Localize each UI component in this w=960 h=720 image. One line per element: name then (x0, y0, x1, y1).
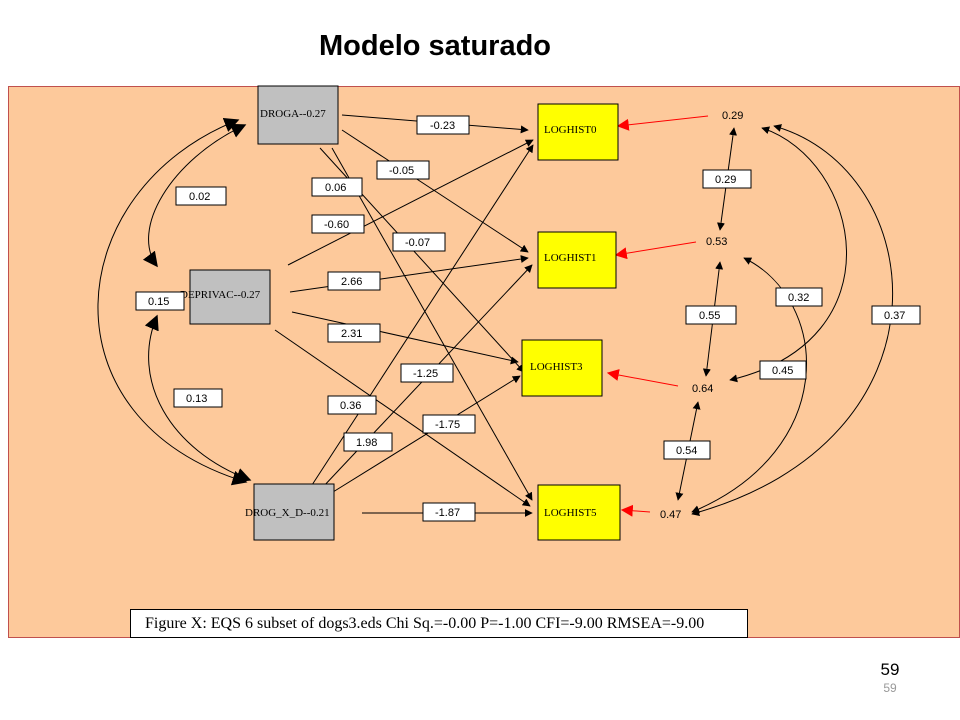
path-deprivac-loghist3 (291, 311, 519, 365)
error-5: 0.47 (660, 509, 681, 521)
coef-deprivac-loghist5: -1.25 (413, 368, 438, 380)
coef-deprivac-loghist3: 2.31 (341, 328, 362, 340)
error-arrow-0 (616, 115, 709, 131)
node-loghist1: LOGHIST1 (537, 231, 617, 289)
svg-text:DROGA--0.27: DROGA--0.27 (260, 108, 326, 120)
cov-droga-drogxd (97, 117, 248, 486)
coef-drogxd-loghist5: -1.87 (435, 507, 460, 519)
node-loghist3: LOGHIST3 (521, 339, 603, 397)
coef-deprivac-loghist1: 2.66 (341, 276, 362, 288)
coef-droga-loghist1: -0.05 (389, 165, 414, 177)
cov-label-e0-e1: 0.29 (715, 174, 736, 186)
coef-drogxd-loghist3: -1.75 (435, 419, 460, 431)
node-loghist5: LOGHIST5 (537, 484, 621, 541)
coef-drogxd-loghist1: 1.98 (356, 437, 377, 449)
slide-title: Modelo saturado (318, 30, 551, 62)
cov-label-e3-e5: 0.54 (676, 445, 697, 457)
node-droga: DROGA--0.27 (257, 85, 339, 145)
page-number: 59 (880, 660, 900, 679)
cov-label-e0-e3: 0.45 (772, 365, 793, 377)
svg-text:LOGHIST5: LOGHIST5 (544, 507, 597, 519)
svg-text:LOGHIST3: LOGHIST3 (530, 361, 583, 373)
cov-label-e1-e5: 0.32 (788, 292, 809, 304)
svg-text:DROG_X_D--0.21: DROG_X_D--0.21 (245, 507, 330, 519)
coef-droga-loghist3: 0.06 (325, 182, 346, 194)
node-deprivac: DEPRIVAC--0.27 (180, 269, 271, 325)
path-deprivac-loghist5 (274, 329, 531, 507)
cov-e0-e3 (729, 126, 847, 383)
coef-drogxd-loghist0: 0.36 (340, 400, 361, 412)
error-1: 0.53 (706, 236, 727, 248)
cov-label-e1-e3: 0.55 (699, 310, 720, 322)
figure-caption: Figure X: EQS 6 subset of dogs3.eds Chi … (130, 609, 748, 638)
path-deprivac-loghist0 (287, 139, 534, 266)
error-0: 0.29 (722, 110, 743, 122)
cov-label-e0-e5: 0.37 (884, 310, 905, 322)
cov-label-deprivac-drogxd: 0.15 (148, 296, 169, 308)
svg-text:DEPRIVAC--0.27: DEPRIVAC--0.27 (180, 289, 261, 301)
path-droga-loghist1 (341, 129, 529, 253)
error-arrow-5 (620, 504, 651, 517)
error-arrow-3 (606, 369, 679, 387)
cov-droga-deprivac (142, 123, 247, 268)
error-arrow-1 (614, 241, 697, 260)
path-droga-loghist5 (331, 147, 533, 501)
path-drogxd-loghist0 (311, 144, 534, 486)
coef-droga-loghist0: -0.23 (430, 120, 455, 132)
page-number-footer: 59 (883, 681, 897, 695)
node-drog-x-d: DROG_X_D--0.21 (245, 483, 335, 541)
error-3: 0.64 (692, 383, 713, 395)
cov-label-droga-deprivac: 0.02 (189, 191, 210, 203)
path-deprivac-loghist1 (289, 255, 529, 293)
path-drogxd-loghist3 (332, 375, 521, 493)
svg-text:LOGHIST0: LOGHIST0 (544, 124, 597, 136)
cov-deprivac-drogxd (144, 314, 252, 483)
coef-deprivac-loghist0: -0.60 (324, 219, 349, 231)
svg-text:LOGHIST1: LOGHIST1 (544, 252, 597, 264)
node-loghist0: LOGHIST0 (537, 103, 619, 161)
cov-label-droga-drogxd: 0.13 (186, 393, 207, 405)
coef-droga-loghist5: -0.07 (405, 237, 430, 249)
